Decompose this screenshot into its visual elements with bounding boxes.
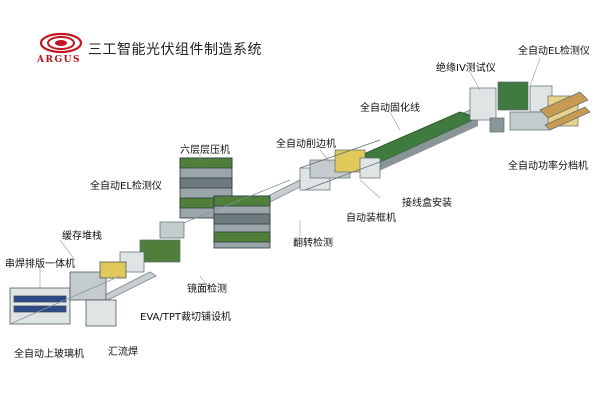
leader-lines — [39, 57, 541, 291]
label-six-layer-laminator: 六层层压机 — [180, 145, 230, 156]
label-stringer-layup: 串焊排版一体机 — [5, 259, 75, 270]
stringer-glass-machines — [9, 261, 127, 327]
label-mirror-test: 镜面检测 — [187, 284, 227, 295]
label-auto-framing: 自动装框机 — [346, 213, 396, 224]
argus-logo-icon — [39, 32, 83, 54]
page-title: 三工智能光伏组件制造系统 — [88, 42, 262, 58]
label-buffer-stack: 缓存堆栈 — [62, 231, 102, 242]
brand-name: ARGUS — [37, 55, 81, 65]
label-eva-tpt: EVA/TPT裁切铺设机 — [140, 312, 231, 323]
trimming-framing-machines — [299, 139, 386, 191]
label-auto-el-left: 全自动EL检测仪 — [90, 181, 162, 192]
label-auto-glass: 全自动上玻璃机 — [14, 349, 84, 360]
label-junction-box: 接线盒安装 — [402, 198, 452, 209]
el-iv-sorting-machines — [469, 81, 591, 133]
buffer-and-el-machines — [119, 221, 185, 273]
label-insulation-iv: 绝缘IV测试仪 — [436, 63, 496, 74]
label-auto-el-top: 全自动EL检测仪 — [518, 46, 590, 57]
label-busbar-weld: 汇流焊 — [108, 347, 138, 358]
label-flip-test: 翻转检测 — [293, 238, 333, 249]
label-auto-curing: 全自动固化线 — [360, 103, 420, 114]
six-layer-laminator — [175, 157, 291, 249]
label-auto-power-sort: 全自动功率分档机 — [508, 161, 588, 172]
label-auto-trim: 全自动削边机 — [276, 139, 336, 150]
